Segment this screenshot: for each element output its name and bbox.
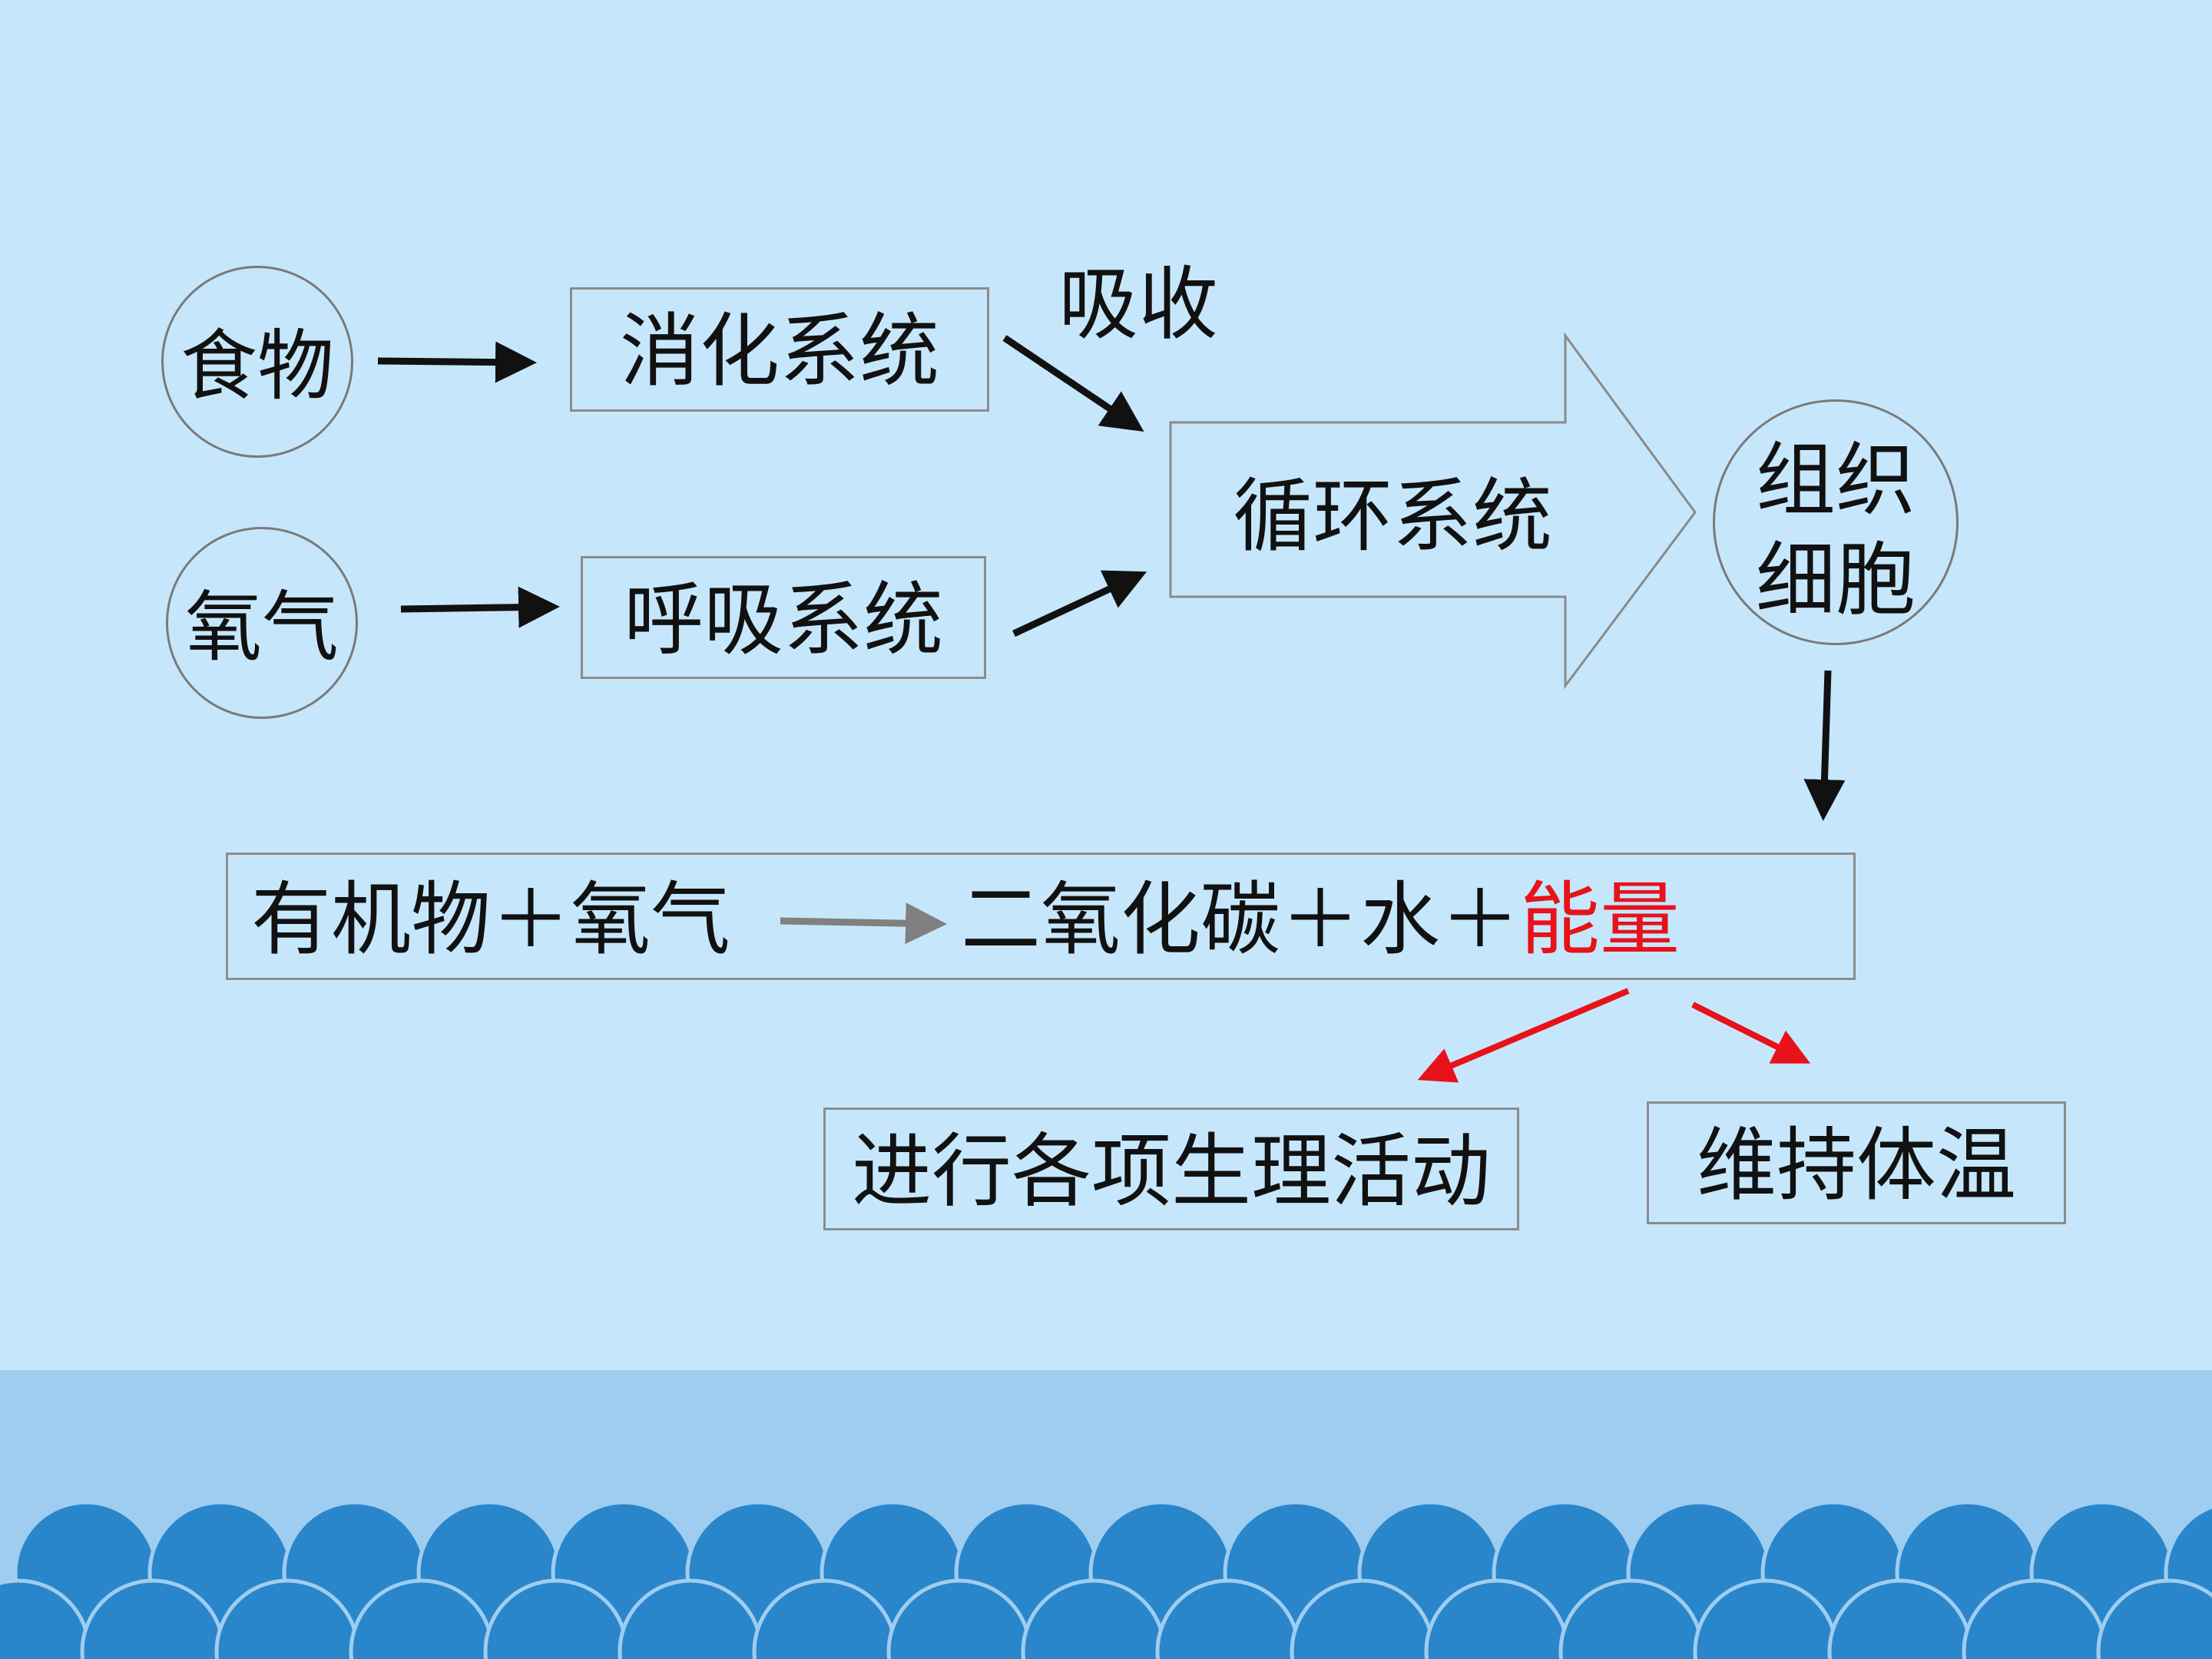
body-temp-label: 维持体温 — [1696, 1118, 2016, 1212]
equation-box: 有机物＋氧气 二氧化碳＋水＋能量 — [226, 853, 1856, 980]
equation-left: 有机物＋氧气 — [251, 873, 731, 966]
tissue-label-line2: 细胞 — [1755, 533, 1916, 627]
respiratory-system-label: 呼吸系统 — [623, 573, 943, 667]
respiratory-system-box: 呼吸系统 — [581, 556, 986, 679]
arrow-digestive-to-circulatory — [1002, 335, 1144, 432]
tissue-cells-circle: 组织 细胞 — [1713, 399, 1959, 645]
arrow-energy-to-body-temp — [1691, 1002, 1811, 1064]
body-temp-box: 维持体温 — [1647, 1101, 2066, 1224]
equation-products: 二氧化碳＋水＋ — [961, 873, 1521, 966]
tissue-label-line1: 组织 — [1755, 433, 1916, 527]
food-circle: 食物 — [161, 266, 353, 458]
activities-box: 进行各项生理活动 — [823, 1108, 1519, 1230]
equation-right: 二氧化碳＋水＋能量 — [961, 879, 1680, 959]
absorb-label: 吸收 — [1058, 257, 1219, 351]
equation-energy: 能量 — [1520, 873, 1681, 966]
oxygen-circle: 氧气 — [166, 527, 358, 719]
oxygen-label: 氧气 — [185, 582, 339, 672]
arrow-energy-to-activities — [1417, 988, 1630, 1083]
arrow-food-to-digestive — [377, 341, 537, 383]
digestive-system-box: 消化系统 — [570, 287, 989, 412]
arrow-tissue-to-equation — [1803, 670, 1846, 821]
circulatory-block-arrow — [1169, 332, 1697, 690]
arrow-reaction — [780, 902, 947, 945]
food-label: 食物 — [180, 321, 334, 411]
footer-waves — [0, 1500, 2212, 1659]
arrow-respiratory-to-circulatory — [1012, 570, 1147, 637]
circulatory-system-label: 循环系统 — [1233, 469, 1553, 563]
wave-scallop — [2096, 1578, 2212, 1659]
arrow-oxygen-to-respiratory — [400, 586, 560, 628]
digestive-system-label: 消化系统 — [619, 304, 939, 398]
activities-label: 进行各项生理活动 — [851, 1124, 1491, 1218]
